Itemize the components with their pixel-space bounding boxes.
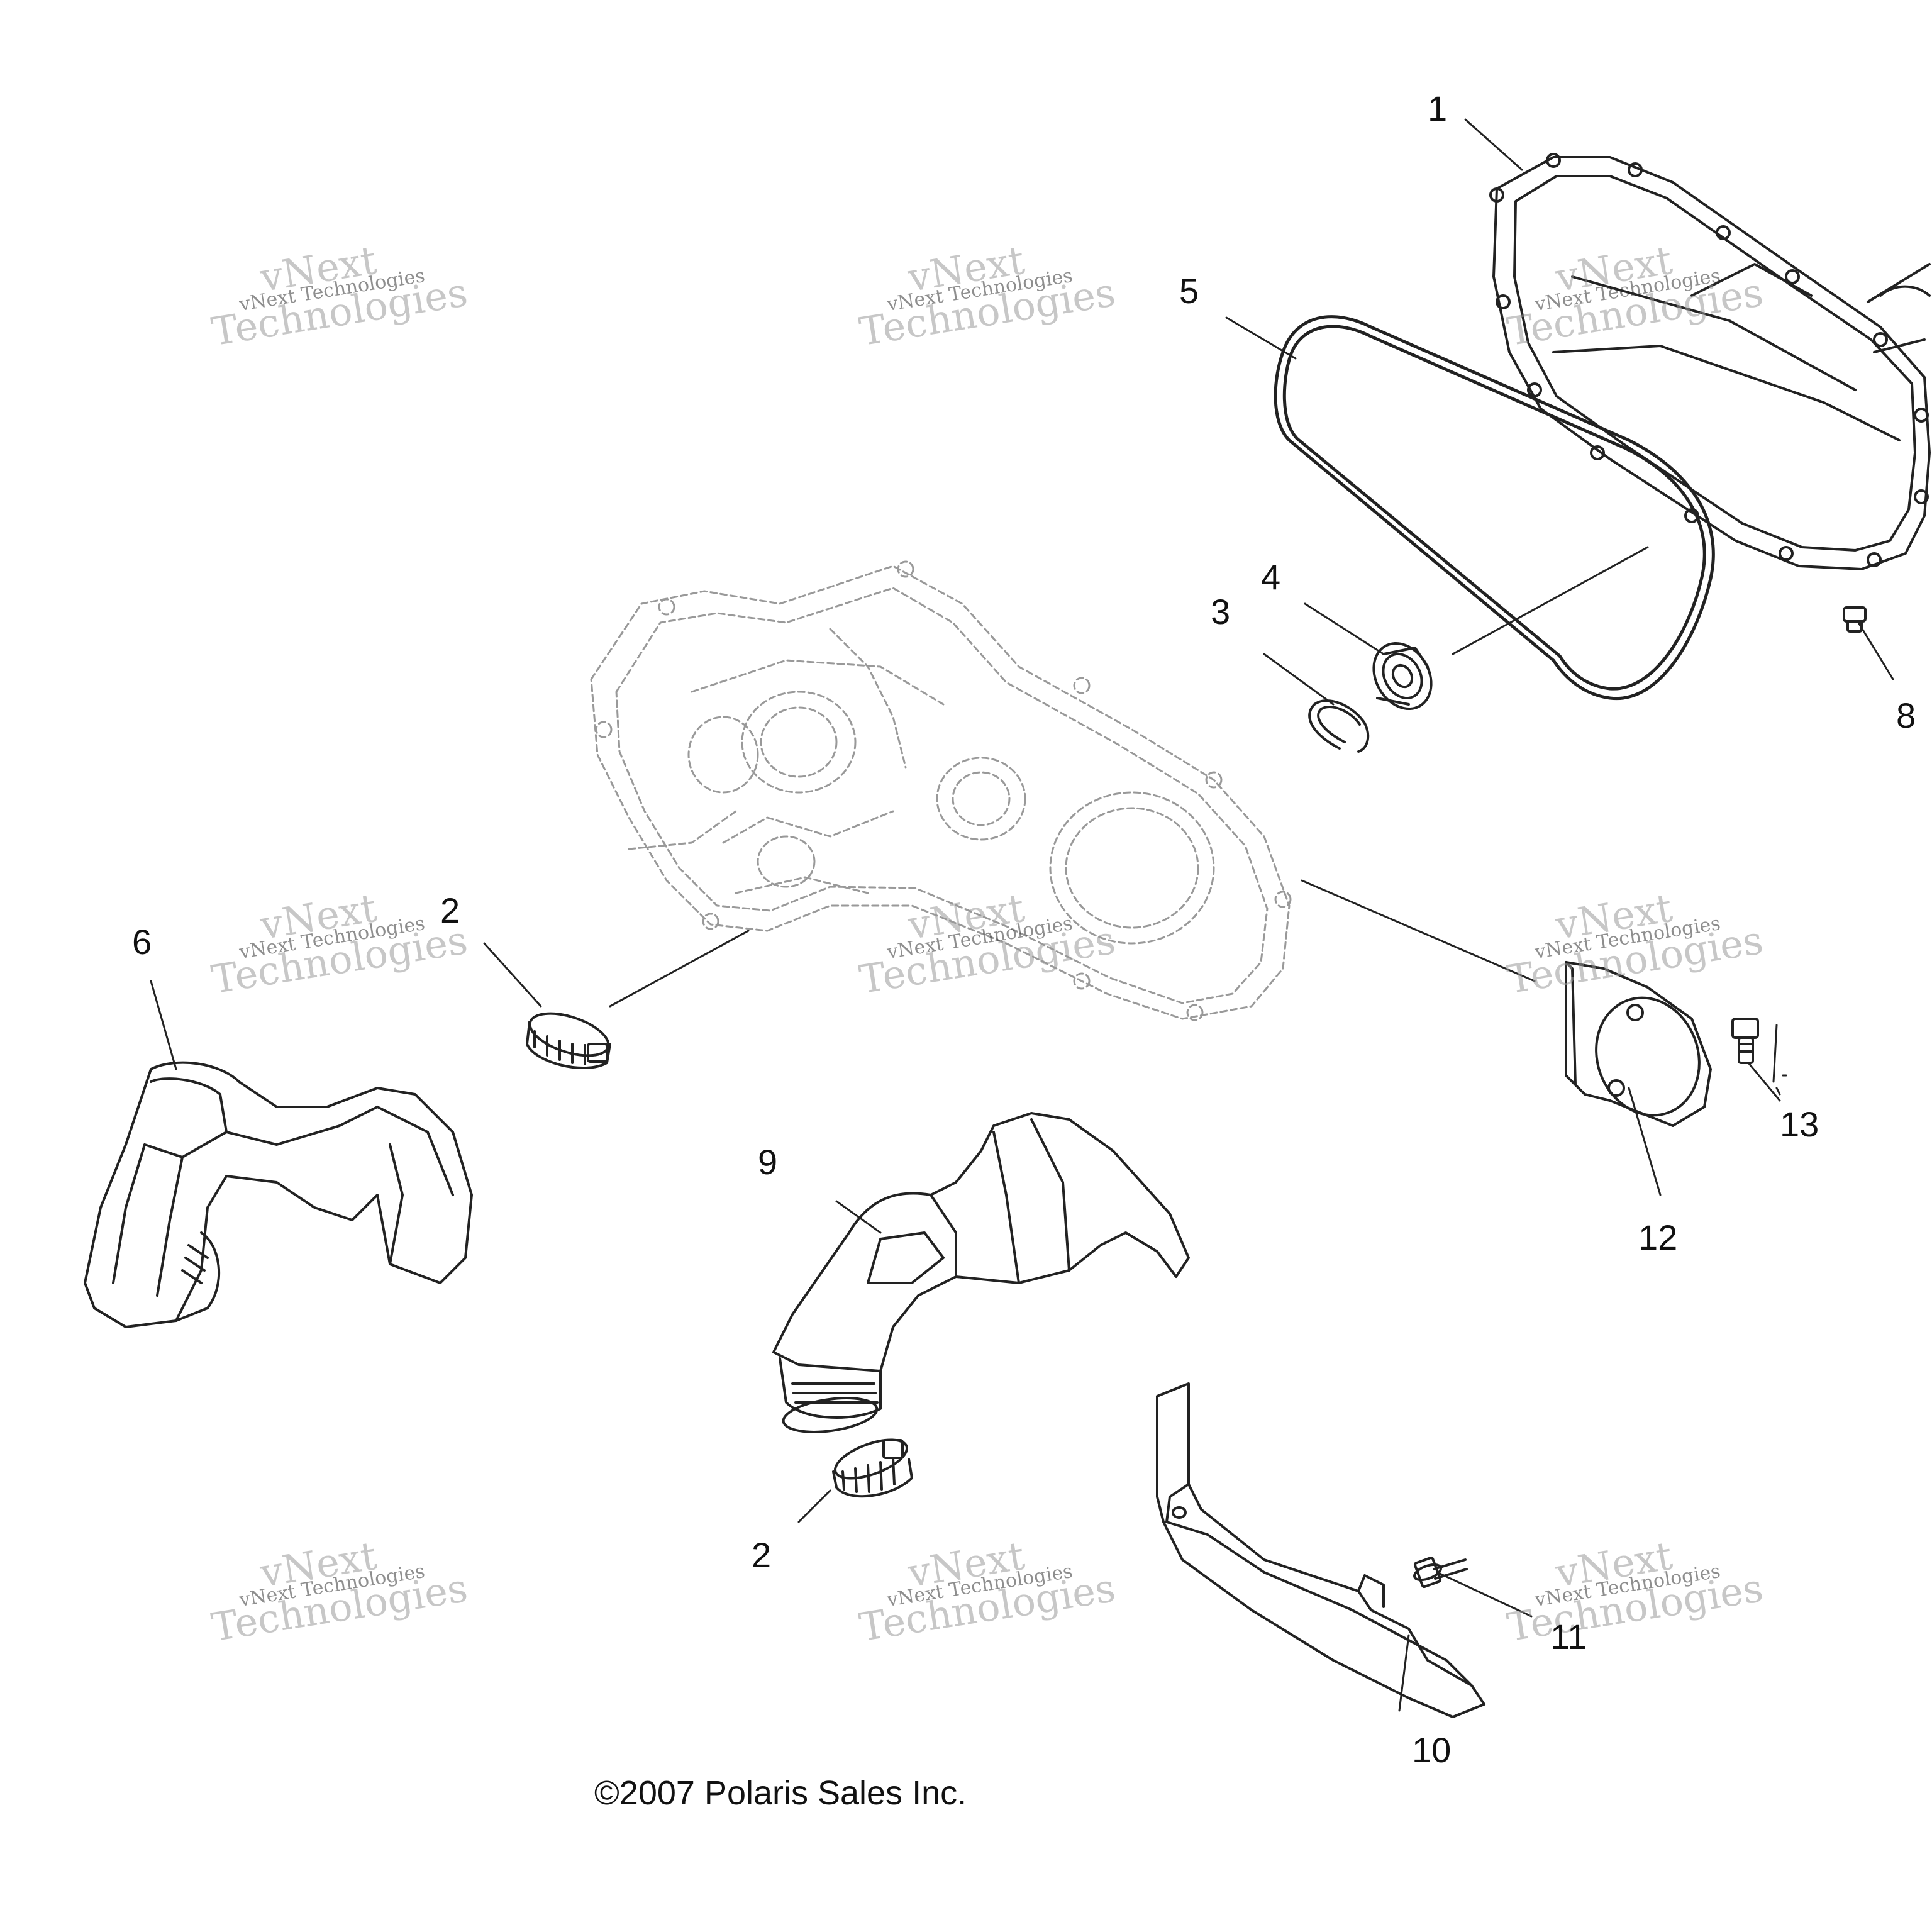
- hose-clamp-upper: [526, 1012, 611, 1069]
- hose-clamp-lower: [832, 1438, 913, 1498]
- intake-duct-center: [772, 1112, 1190, 1433]
- clutch-cover-outer: [1489, 153, 1931, 570]
- callout-6: 6: [132, 922, 152, 962]
- callout-1: 1: [1428, 89, 1448, 128]
- callout-2-upper: 2: [440, 891, 460, 930]
- callout-2-lower: 2: [752, 1535, 772, 1575]
- leader-lines: [150, 118, 1894, 1712]
- drive-belt: [1274, 315, 1715, 701]
- callout-13: 13: [1780, 1104, 1819, 1144]
- seal-plate: [1565, 961, 1712, 1127]
- drain-plug: [1843, 606, 1867, 633]
- callout-5: 5: [1179, 271, 1199, 311]
- callout-4: 4: [1261, 557, 1281, 597]
- engine-case-ghost: [590, 560, 1292, 1021]
- copyright-notice: ©2007 Polaris Sales Inc.: [594, 1774, 967, 1812]
- callout-11: 11: [1550, 1617, 1587, 1657]
- skid-plate: [1156, 1382, 1485, 1718]
- callout-12: 12: [1638, 1218, 1678, 1257]
- callout-8: 8: [1896, 696, 1916, 735]
- snap-ring: [1308, 699, 1370, 753]
- callout-10: 10: [1412, 1730, 1452, 1770]
- intake-duct-left: [84, 1061, 473, 1328]
- bolt-11: [1413, 1556, 1468, 1589]
- bolt-13: [1731, 1018, 1759, 1064]
- bearing: [1372, 641, 1433, 711]
- callout-9: 9: [758, 1142, 778, 1182]
- callout-3: 3: [1211, 592, 1231, 631]
